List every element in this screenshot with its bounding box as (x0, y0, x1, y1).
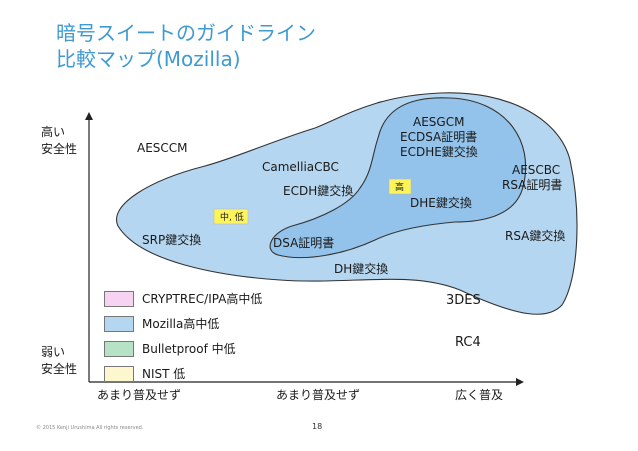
badge-middle: 中, 低 (220, 211, 244, 223)
legend-label: Mozilla高中低 (142, 317, 220, 331)
legend-swatch (104, 315, 134, 332)
title-line-1: 暗号スイートのガイドライン (56, 21, 316, 45)
label-dh: DH鍵交換 (334, 261, 388, 276)
label-srp: SRP鍵交換 (142, 232, 201, 247)
page-number: 18 (312, 422, 323, 431)
legend-swatch (104, 290, 134, 307)
x-label-middle: あまり普及せず (276, 388, 360, 402)
y-high-label-1: 高い (41, 124, 65, 139)
title-line-2: 比較マップ(Mozilla) (56, 47, 241, 71)
label-ecdh: ECDH鍵交換 (283, 183, 353, 198)
legend-label: NIST 低 (142, 367, 186, 381)
label-aesgcm: AESGCM (413, 115, 464, 129)
copyright-footer: © 2015 Kenji Urushima All rights reserve… (36, 425, 144, 431)
y-low-label-2: 安全性 (41, 361, 77, 376)
label-ecdhe: ECDHE鍵交換 (400, 144, 478, 159)
label-3des: 3DES (446, 293, 481, 308)
legend: CRYPTREC/IPA高中低 Mozilla高中低 Bulletproof 中… (104, 286, 262, 386)
label-dsa-cert: DSA証明書 (273, 236, 334, 250)
label-aescbc: AESCBC (512, 163, 560, 177)
legend-label: Bulletproof 中低 (142, 342, 236, 356)
legend-swatch (104, 340, 134, 357)
y-high-label-2: 安全性 (41, 141, 77, 156)
legend-swatch (104, 365, 134, 382)
badge-high-box (388, 178, 412, 195)
label-ecdsa-cert: ECDSA証明書 (400, 130, 477, 144)
label-rc4: RC4 (455, 335, 481, 350)
legend-item: Mozilla高中低 (104, 311, 262, 336)
legend-item: CRYPTREC/IPA高中低 (104, 286, 262, 311)
inner-region (269, 97, 527, 259)
badge-high: 高 (395, 181, 404, 193)
x-label-left: あまり普及せず (97, 388, 181, 402)
label-rsa-cert: RSA証明書 (502, 178, 562, 192)
y-low-label-1: 弱い (41, 345, 65, 359)
badge-middle-box (213, 208, 249, 225)
legend-item: NIST 低 (104, 361, 262, 386)
label-dhe: DHE鍵交換 (410, 195, 472, 210)
legend-label: CRYPTREC/IPA高中低 (142, 292, 263, 306)
label-camelliacbc: CamelliaCBC (262, 160, 339, 174)
slide-title: 暗号スイートのガイドライン 比較マップ(Mozilla) (56, 20, 316, 72)
x-label-right: 広く普及 (455, 388, 503, 402)
label-aesccm: AESCCM (137, 141, 188, 155)
legend-item: Bulletproof 中低 (104, 336, 262, 361)
label-rsa-kex: RSA鍵交換 (505, 228, 565, 243)
